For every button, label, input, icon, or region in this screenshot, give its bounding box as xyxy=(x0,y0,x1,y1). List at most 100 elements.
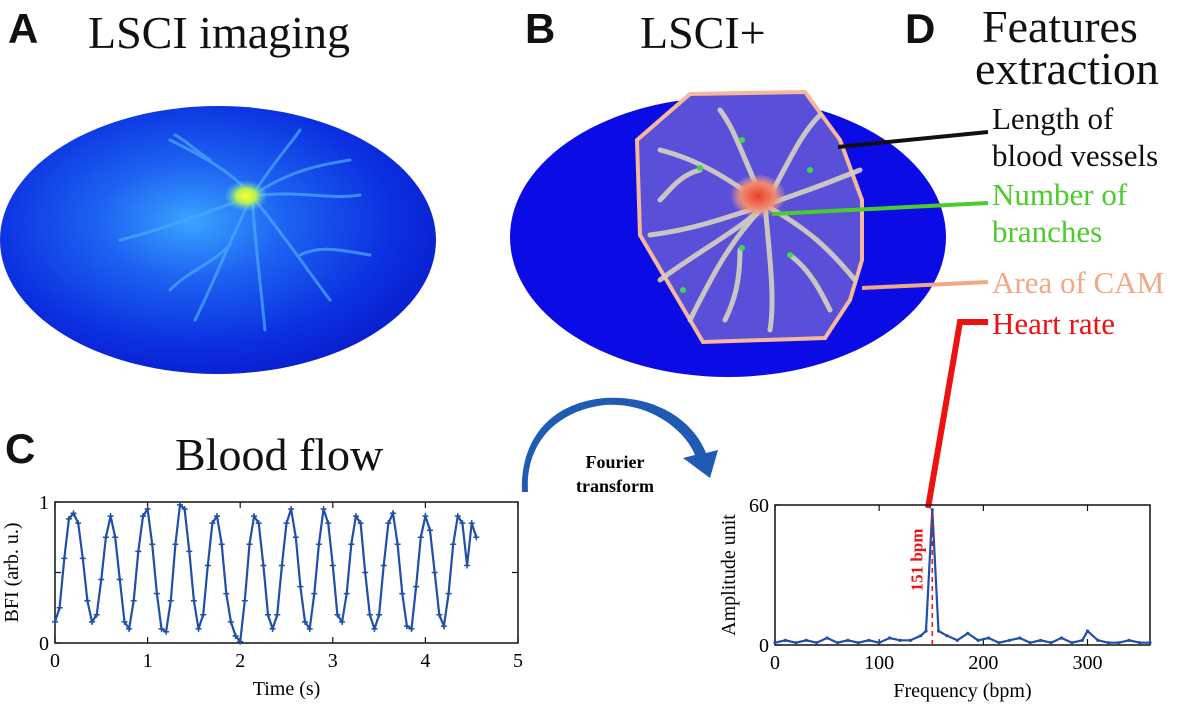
bfi-series-line xyxy=(53,502,478,645)
bfi-data-point xyxy=(459,520,466,527)
spectrum-data-point xyxy=(1117,641,1121,645)
connector-cam-area xyxy=(861,280,989,290)
bfi-data-point xyxy=(116,576,123,583)
feature-heart-rate-label: Heart rate xyxy=(992,306,1116,341)
bfi-data-point xyxy=(320,506,327,513)
spectrum-data-point xyxy=(997,641,1001,645)
bfi-data-point xyxy=(440,623,447,630)
bfi-data-point xyxy=(102,534,109,541)
bfi-data-point xyxy=(126,625,133,632)
feature-length-label-2: blood vessels xyxy=(992,138,1159,173)
spectrum-axes-box xyxy=(774,504,1151,646)
bfi-data-point xyxy=(385,520,392,527)
bfi-data-point xyxy=(227,618,234,625)
bfi-data-point xyxy=(130,597,137,604)
bfi-xlabel: Time (s) xyxy=(253,678,321,700)
panel-title-d-line1: Features xyxy=(982,1,1138,52)
bfi-data-point xyxy=(371,625,378,632)
spectrum-data-point xyxy=(1148,641,1152,645)
bfi-data-point xyxy=(431,569,438,576)
bfi-xtick-label: 2 xyxy=(235,650,245,672)
panel-title-b: LSCI+ xyxy=(640,7,766,58)
bfi-data-point xyxy=(297,583,304,590)
lsci-image xyxy=(0,106,436,374)
spectrum-data-point xyxy=(1059,636,1064,640)
fourier-label-1: Fourier xyxy=(586,452,645,472)
bfi-data-point xyxy=(190,597,197,604)
bfi-xtick-label: 3 xyxy=(328,650,338,672)
bfi-data-point xyxy=(454,513,461,520)
bfi-data-point xyxy=(343,590,350,597)
bfi-data-point xyxy=(204,562,211,569)
bfi-data-point xyxy=(334,611,341,618)
lsci-plus-image xyxy=(510,89,946,377)
spectrum-data-point xyxy=(898,638,902,642)
bfi-data-point xyxy=(139,513,146,520)
bfi-data-point xyxy=(149,541,156,548)
panel-letter-b: B xyxy=(525,5,556,52)
spectrum-data-point xyxy=(1049,641,1053,645)
panel-letter-d: D xyxy=(905,5,936,52)
bfi-data-point xyxy=(288,506,295,513)
bfi-data-point xyxy=(357,520,364,527)
panel-title-d-line2: extraction xyxy=(975,43,1159,94)
bfi-data-point xyxy=(70,510,77,517)
bfi-data-point xyxy=(348,541,355,548)
spectrum-xtick-label: 200 xyxy=(968,652,998,674)
panel-title-a: LSCI imaging xyxy=(88,7,350,58)
bfi-data-point xyxy=(399,590,406,597)
bfi-data-point xyxy=(112,534,119,541)
bfi-data-point xyxy=(315,541,322,548)
bfi-data-point xyxy=(158,625,165,632)
bfi-data-point xyxy=(403,623,410,630)
spectrum-data-point xyxy=(835,641,840,645)
bfi-data-point xyxy=(237,638,244,645)
bfi-data-point xyxy=(153,590,160,597)
bfi-data-point xyxy=(283,520,290,527)
spectrum-data-point xyxy=(1007,638,1011,642)
bfi-xtick-label: 5 xyxy=(513,650,523,672)
bfi-data-point xyxy=(362,569,369,576)
panel-letter-a: A xyxy=(8,5,39,52)
bfi-data-point xyxy=(65,515,72,522)
spectrum-data-point xyxy=(825,636,829,640)
spectrum-data-point xyxy=(1080,638,1084,642)
bfi-data-point xyxy=(311,590,318,597)
connector-branches xyxy=(771,201,989,216)
bfi-data-point xyxy=(107,513,114,520)
spectrum-data-point xyxy=(966,631,970,635)
bfi-data-point xyxy=(450,541,457,548)
spectrum-xtick-label: 0 xyxy=(770,652,780,674)
bfi-data-point xyxy=(260,562,267,569)
connector-heart-rate xyxy=(925,319,988,509)
bfi-data-point xyxy=(56,604,63,611)
spectrum-data-point xyxy=(955,638,959,642)
panel-letter-c: C xyxy=(5,425,36,472)
bfi-data-point xyxy=(232,632,239,639)
bfi-data-point xyxy=(251,513,258,520)
bfi-data-point xyxy=(468,520,475,527)
spectrum-data-point xyxy=(1028,641,1032,645)
bfi-data-point xyxy=(181,506,188,513)
bfi-data-point xyxy=(306,625,313,632)
bfi-data-point xyxy=(89,618,96,625)
bfi-data-point xyxy=(389,510,396,517)
spectrum-data-point xyxy=(1127,638,1131,642)
bfi-data-point xyxy=(339,618,346,625)
spectrum-data-point xyxy=(1039,638,1043,642)
bfi-data-point xyxy=(241,597,248,604)
bfi-data-point xyxy=(417,534,424,541)
fourier-label-2: transform xyxy=(576,476,654,496)
bfi-data-point xyxy=(376,611,383,618)
bfi-ytick-label: 0 xyxy=(39,633,49,655)
spectrum-data-point xyxy=(1070,641,1074,645)
bfi-data-point xyxy=(436,611,443,618)
spectrum-data-point xyxy=(1137,641,1142,645)
bfi-data-point xyxy=(223,590,230,597)
bfi-data-point xyxy=(121,618,128,625)
spectrum-data-point xyxy=(1096,638,1100,642)
spectrum-data-point xyxy=(887,636,892,640)
spectrum-data-point xyxy=(936,629,941,633)
fourier-arrow xyxy=(521,397,718,492)
